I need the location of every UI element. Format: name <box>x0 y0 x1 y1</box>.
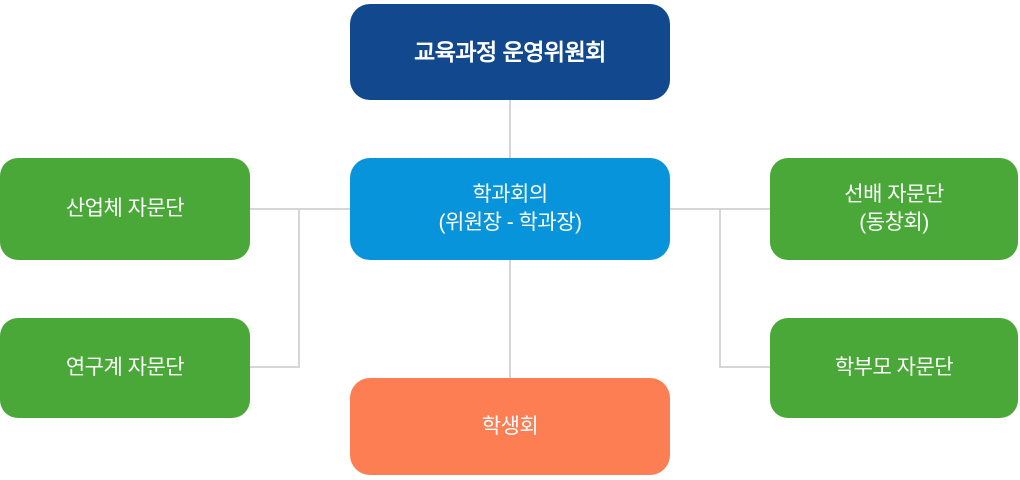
connector-dept-to-student <box>509 260 511 378</box>
dept-meeting-label-line2: (위원장 - 학과장) <box>438 211 582 234</box>
student-council-label: 학생회 <box>481 414 539 438</box>
connector-committee-to-dept <box>509 100 511 158</box>
senior-advisory-label-line2: (동창회) <box>859 211 929 234</box>
committee-box: 교육과정 운영위원회 <box>350 4 670 100</box>
senior-advisory-box: 선배 자문단 (동창회) <box>770 158 1018 260</box>
connector-left-column-vertical <box>298 208 300 368</box>
dept-meeting-label-line1: 학과회의 <box>472 183 548 207</box>
connector-dept-to-left-column <box>250 208 350 210</box>
connector-right-column-to-parent <box>719 366 770 368</box>
industry-advisory-label: 산업체 자문단 <box>65 197 185 221</box>
parent-advisory-label: 학부모 자문단 <box>834 356 954 380</box>
connector-right-column-vertical <box>719 208 721 368</box>
research-advisory-box: 연구계 자문단 <box>0 318 250 418</box>
dept-meeting-box: 학과회의 (위원장 - 학과장) <box>350 158 670 260</box>
industry-advisory-box: 산업체 자문단 <box>0 158 250 260</box>
research-advisory-label: 연구계 자문단 <box>65 356 185 380</box>
connector-left-column-to-research <box>250 366 300 368</box>
committee-label: 교육과정 운영위원회 <box>414 38 606 65</box>
senior-advisory-label-line1: 선배 자문단 <box>844 183 944 207</box>
parent-advisory-box: 학부모 자문단 <box>770 318 1018 418</box>
student-council-box: 학생회 <box>350 378 670 475</box>
